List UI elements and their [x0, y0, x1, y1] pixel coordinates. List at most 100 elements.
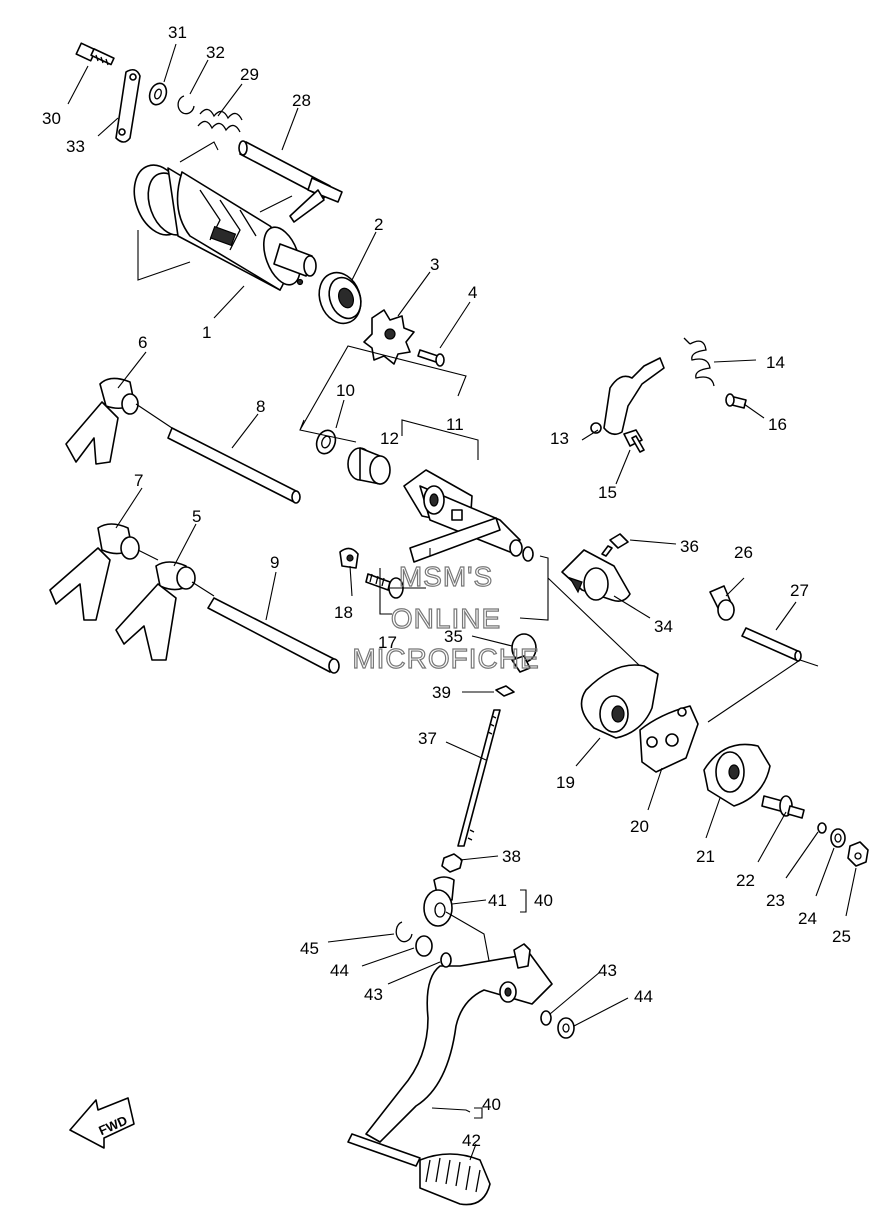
- washer-44-right: [557, 1017, 575, 1039]
- callout-30: 30: [42, 109, 61, 128]
- clip-18: [339, 547, 359, 569]
- washer-10: [315, 429, 337, 455]
- shift-shaft-assembly-11: [403, 469, 534, 563]
- callout-15: 15: [598, 483, 617, 502]
- callout-40-upper: 40: [534, 891, 553, 910]
- callout-27: 27: [790, 581, 809, 600]
- callout-35: 35: [444, 627, 463, 646]
- callout-17: 17: [378, 633, 397, 652]
- stopper-21: [703, 743, 771, 807]
- pin-27: [741, 627, 802, 662]
- callout-11: 11: [446, 415, 464, 434]
- guide-bar-9: [207, 597, 340, 674]
- collar-26: [709, 585, 735, 621]
- callout-28: 28: [292, 91, 311, 110]
- callout-6: 6: [138, 333, 147, 352]
- pin-16: [725, 393, 747, 409]
- shift-drum-1: [133, 164, 317, 291]
- nut-39: [495, 685, 515, 697]
- callout-12: 12: [380, 429, 399, 448]
- screw-4: [417, 349, 445, 367]
- shift-shaft-28: [238, 140, 343, 223]
- nut-38: [441, 853, 463, 873]
- callout-31: 31: [168, 23, 187, 42]
- shift-fork-5: [115, 561, 196, 661]
- callout-16: 16: [768, 415, 787, 434]
- callout-10: 10: [336, 381, 355, 400]
- svg-text:ONLINE: ONLINE: [391, 603, 501, 634]
- callout-4: 4: [468, 283, 477, 302]
- callout-33: 33: [66, 137, 85, 156]
- callout-22: 22: [736, 871, 755, 890]
- rod-end-41: [423, 876, 455, 927]
- bolt-30: [75, 42, 115, 66]
- callout-43-right: 43: [598, 961, 617, 980]
- callout-19: 19: [556, 773, 575, 792]
- callout-numbers: 30 33 31 32 29 28 1 2 3 4 6 8 10 11 12 7…: [42, 23, 851, 1150]
- callout-26: 26: [734, 543, 753, 562]
- washer-24: [830, 828, 846, 848]
- callout-2: 2: [374, 215, 383, 234]
- shift-pedal-40: [347, 943, 553, 1167]
- callout-41: 41: [488, 891, 507, 910]
- callout-39: 39: [432, 683, 451, 702]
- lever-34: [561, 549, 631, 602]
- segment-3: [363, 309, 415, 365]
- callout-29: 29: [240, 65, 259, 84]
- pedal-rubber-42: [419, 1153, 491, 1206]
- callout-3: 3: [430, 255, 439, 274]
- washer-31: [148, 82, 168, 106]
- callout-37: 37: [418, 729, 437, 748]
- nut-25: [847, 841, 869, 867]
- callout-13: 13: [550, 429, 569, 448]
- washer-43-right: [540, 1010, 552, 1026]
- callout-32: 32: [206, 43, 225, 62]
- callout-23: 23: [766, 891, 785, 910]
- arm-13: [590, 357, 665, 436]
- callout-14: 14: [766, 353, 785, 372]
- callout-21: 21: [696, 847, 715, 866]
- callout-18: 18: [334, 603, 353, 622]
- bolt-36: [601, 533, 629, 557]
- callout-42: 42: [462, 1131, 481, 1150]
- cam-19: [580, 664, 659, 739]
- bolt-22: [761, 795, 805, 819]
- circlip-32: [177, 95, 195, 115]
- callout-44-right: 44: [634, 987, 653, 1006]
- callout-40-lower: 40: [482, 1095, 501, 1114]
- callout-38: 38: [502, 847, 521, 866]
- callout-44-left: 44: [330, 961, 349, 980]
- callout-25: 25: [832, 927, 851, 946]
- washer-43-left: [440, 952, 452, 968]
- callout-20: 20: [630, 817, 649, 836]
- leader-lines: [67, 43, 857, 1161]
- bolt-15: [623, 429, 645, 453]
- spring-14: [683, 337, 715, 387]
- roller-35: [511, 633, 537, 673]
- lever-33: [115, 68, 141, 143]
- callout-9: 9: [270, 553, 279, 572]
- shift-fork-6: [65, 377, 139, 465]
- callout-24: 24: [798, 909, 817, 928]
- callout-36: 36: [680, 537, 699, 556]
- shift-fork-7: [49, 523, 140, 621]
- bearing-2: [318, 271, 362, 325]
- collar-12: [347, 447, 391, 485]
- forward-direction-arrow: FWD: [69, 1097, 135, 1149]
- shift-rod-37: [457, 709, 501, 847]
- guide-bar-8: [167, 427, 301, 504]
- watermark: MSM'S ONLINE MICROFICHE: [352, 560, 540, 674]
- bolt-17: [365, 573, 404, 599]
- svg-text:MSM'S: MSM'S: [399, 561, 493, 592]
- washer-44-left: [415, 935, 433, 957]
- callout-7: 7: [134, 471, 143, 490]
- callout-45: 45: [300, 939, 319, 958]
- washer-23: [817, 822, 827, 834]
- callout-5: 5: [192, 507, 201, 526]
- svg-text:MICROFICHE: MICROFICHE: [352, 643, 539, 674]
- callout-8: 8: [256, 397, 265, 416]
- callout-1: 1: [202, 323, 211, 342]
- callout-43-left: 43: [364, 985, 383, 1004]
- callout-34: 34: [654, 617, 673, 636]
